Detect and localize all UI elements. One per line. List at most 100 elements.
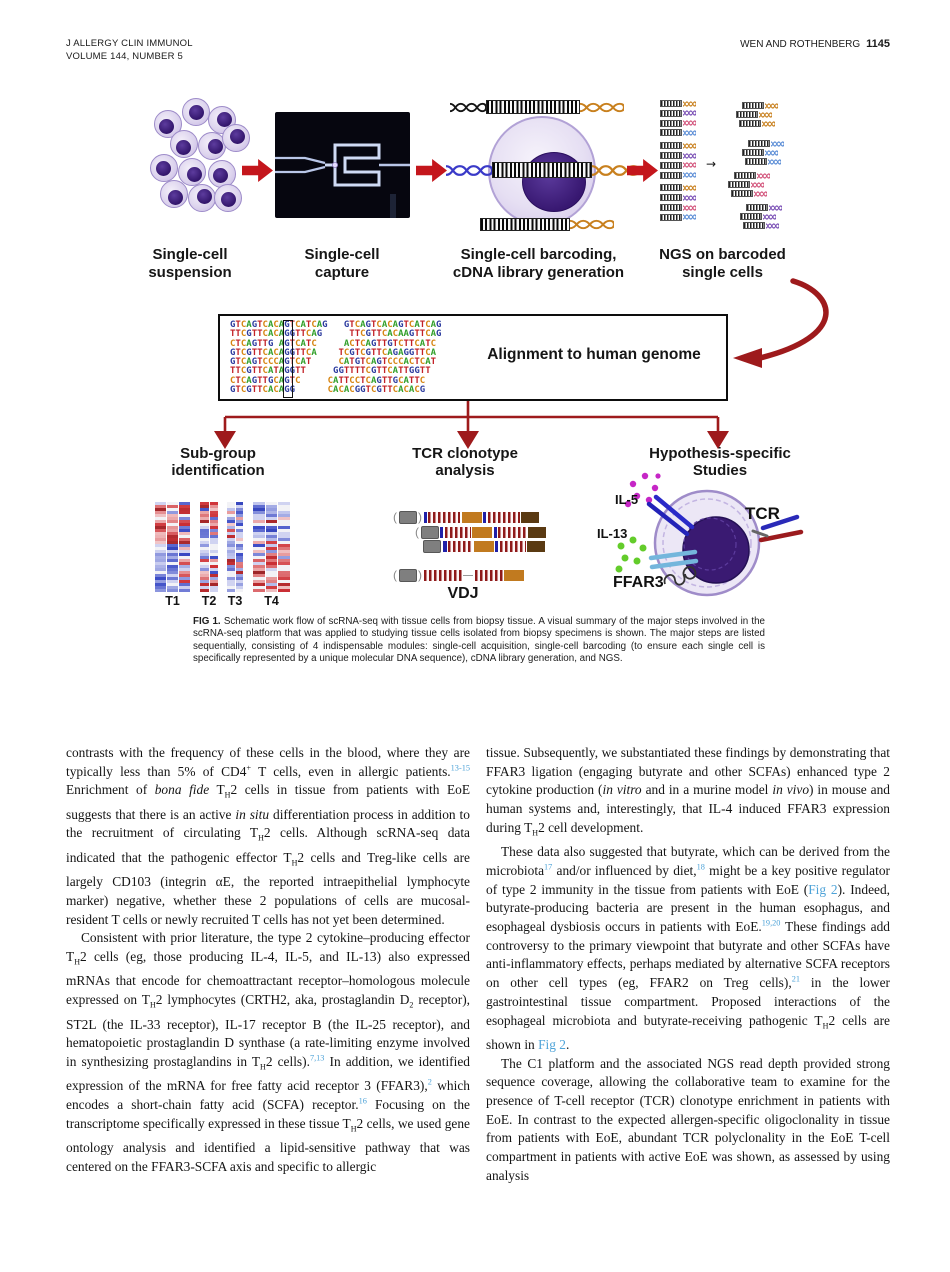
citation-ref[interactable]: 18: [696, 862, 705, 872]
heatmap-column: [209, 502, 218, 592]
heatmap-column: [253, 502, 265, 592]
ngs-read: [746, 204, 782, 211]
ngs-read: [734, 172, 770, 179]
citation-ref[interactable]: 16: [358, 1096, 367, 1106]
cell: [178, 158, 206, 186]
ngs-read: [660, 152, 696, 159]
article-body: contrasts with the frequency of these ce…: [66, 744, 890, 1186]
ffar3-label: FFAR3: [613, 574, 664, 591]
paragraph: The C1 platform and the associated NGS r…: [486, 1055, 890, 1183]
ngs-read: [660, 194, 696, 202]
vdj-label: VDJ: [447, 585, 479, 602]
ngs-read: [660, 119, 696, 127]
heatmap-column: [227, 502, 235, 592]
citation-ref[interactable]: 19,20: [761, 918, 781, 928]
ngs-read: [660, 100, 696, 107]
citation-ref[interactable]: 13-15: [450, 763, 470, 773]
heatmap-label: T2: [201, 594, 217, 608]
fig2-link[interactable]: Fig 2: [538, 1036, 566, 1052]
ngs-read: [742, 102, 778, 109]
citation-ref[interactable]: 2: [427, 1077, 432, 1087]
ngs-read: [660, 109, 696, 117]
heatmap-column: [179, 502, 190, 592]
journal-title: J ALLERGY CLIN IMMUNOL: [66, 38, 193, 49]
cell: [160, 180, 188, 208]
ngs-read: [736, 111, 772, 118]
ngs-read: [660, 171, 696, 179]
heatmap-column: [265, 502, 278, 592]
figure-caption: FIG 1. Schematic work flow of scRNA-seq …: [193, 616, 765, 666]
il13-dots: [615, 536, 647, 573]
running-head: WEN AND ROTHENBERG 1145: [740, 38, 890, 50]
ffar3-coil: [663, 566, 697, 586]
il13-label: IL-13: [597, 526, 628, 541]
cell: [170, 130, 198, 158]
ngs-read: [745, 158, 781, 165]
heatmap-label: T4: [264, 594, 279, 608]
paragraph: tissue. Subsequently, we substantiated t…: [486, 745, 890, 838]
left-column: contrasts with the frequency of these ce…: [66, 744, 470, 1186]
step-label-barcoding: Single-cell barcoding,cDNA library gener…: [452, 246, 625, 281]
citation-ref[interactable]: 7,13: [309, 1053, 325, 1063]
ngs-read: [660, 213, 696, 221]
cell: [182, 98, 210, 126]
barcode: [492, 162, 592, 178]
arrow-right-icon: →: [706, 157, 717, 171]
ngs-read: [739, 120, 775, 127]
ngs-read: [660, 129, 696, 137]
heatmap-column: [278, 502, 290, 592]
page-number: 1145: [866, 38, 890, 50]
ngs-read: [660, 161, 696, 169]
authors: WEN AND ROTHENBERG: [740, 39, 861, 50]
paragraph: contrasts with the frequency of these ce…: [66, 745, 471, 927]
dna-barcode-strip: [480, 218, 614, 231]
cell: [198, 132, 226, 160]
citation-ref[interactable]: 17: [544, 862, 553, 872]
figure-caption-text: Schematic work flow of scRNA-seq with ti…: [193, 616, 765, 665]
dna-barcode-strip: [446, 162, 638, 178]
ngs-read: [660, 204, 696, 211]
ngs-read: [660, 142, 696, 150]
heatmap-label: T3: [227, 594, 243, 608]
cell: [222, 124, 250, 152]
cell: [214, 184, 242, 212]
hypothesis-cell-illustration: IL-5 IL-13 FFAR3 TCR: [595, 470, 850, 610]
vdj-row: (): [393, 511, 539, 524]
ngs-read: [728, 181, 764, 188]
heatmap-column: [200, 502, 209, 592]
il5-label: IL-5: [615, 492, 639, 507]
vdj-row: (): [393, 569, 524, 582]
figure-caption-tag: FIG 1.: [193, 616, 221, 627]
paragraph: Consistent with prior literature, the ty…: [66, 930, 471, 1174]
barcode: [486, 100, 580, 114]
heatmap-column: [235, 502, 243, 592]
tcr-label: TCR: [745, 504, 780, 523]
ngs-read: [748, 140, 784, 147]
citation-ref[interactable]: 21: [791, 974, 800, 984]
alignment-label: Alignment to human genome: [487, 346, 701, 363]
fig2-link[interactable]: Fig 2: [808, 881, 838, 897]
cell-nucleus: [522, 152, 586, 212]
cell: [208, 160, 236, 188]
ngs-read: [742, 149, 778, 156]
vdj-row: (: [415, 526, 546, 539]
single-cell-barcoding-illustration: [446, 98, 638, 238]
journal-volume: VOLUME 144, NUMBER 5: [66, 50, 183, 62]
heatmap-column: [155, 502, 166, 592]
vdj-row: [423, 540, 545, 553]
tcr-vdj-diagram: () ( () VDJ: [393, 505, 553, 610]
il5-dots: [624, 472, 661, 508]
heatmap-column: [167, 502, 178, 592]
single-cell-capture-illustration: [275, 112, 410, 218]
ngs-read: [660, 184, 696, 192]
single-cell-suspension-illustration: [148, 98, 250, 213]
journal-header: J ALLERGY CLIN IMMUNOL VOLUME 144, NUMBE…: [66, 38, 193, 63]
